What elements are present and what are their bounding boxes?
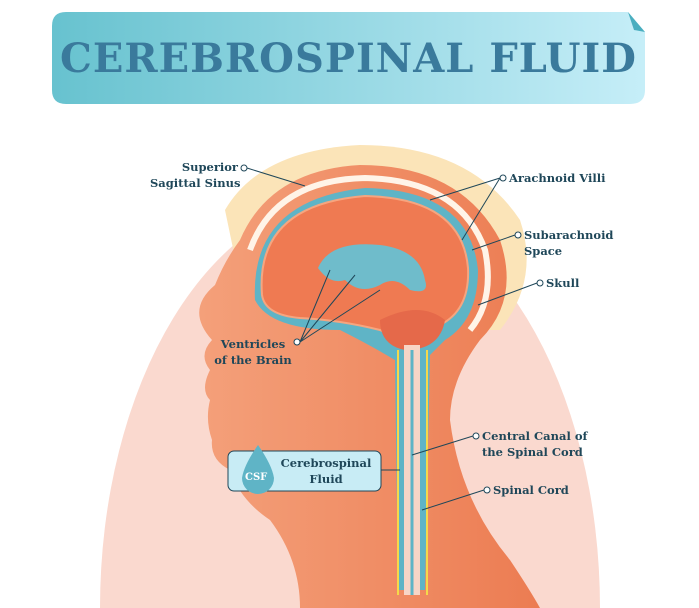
page-title: CEREBROSPINAL FLUID: [60, 34, 637, 82]
label-ventricles: Ventricles of the Brain: [205, 336, 301, 368]
label-line: Space: [524, 244, 563, 258]
label-line: Superior: [181, 160, 238, 174]
csf-box-label: Cerebrospinal Fluid: [276, 455, 376, 487]
csf-icon-text: CSF: [245, 472, 268, 483]
label-line: Cerebrospinal: [280, 456, 372, 470]
label-central-canal: Central Canal of the Spinal Cord: [482, 428, 587, 460]
skull: [247, 174, 491, 332]
leader-lines: [240, 164, 544, 511]
label-superior-sagittal-sinus: Superior Sagittal Sinus: [150, 159, 241, 191]
title-banner: [52, 12, 645, 104]
banner-fold: [628, 12, 645, 32]
label-skull: Skull: [546, 276, 580, 290]
label-arachnoid-villi: Arachnoid Villi: [509, 171, 606, 185]
label-line: Sagittal Sinus: [150, 176, 241, 190]
drop-icon: [242, 445, 274, 494]
label-spinal-cord: Spinal Cord: [493, 483, 569, 497]
label-line: the Spinal Cord: [482, 445, 583, 459]
ventricles: [318, 244, 426, 292]
label-line: Fluid: [309, 472, 343, 486]
label-line: of the Brain: [214, 353, 292, 367]
label-line: Central Canal of: [482, 429, 588, 443]
label-line: Ventricles: [220, 337, 286, 351]
label-subarachnoid-space: Subarachnoid Space: [524, 227, 613, 259]
cerebellum: [380, 310, 445, 350]
label-line: Subarachnoid: [524, 228, 614, 242]
